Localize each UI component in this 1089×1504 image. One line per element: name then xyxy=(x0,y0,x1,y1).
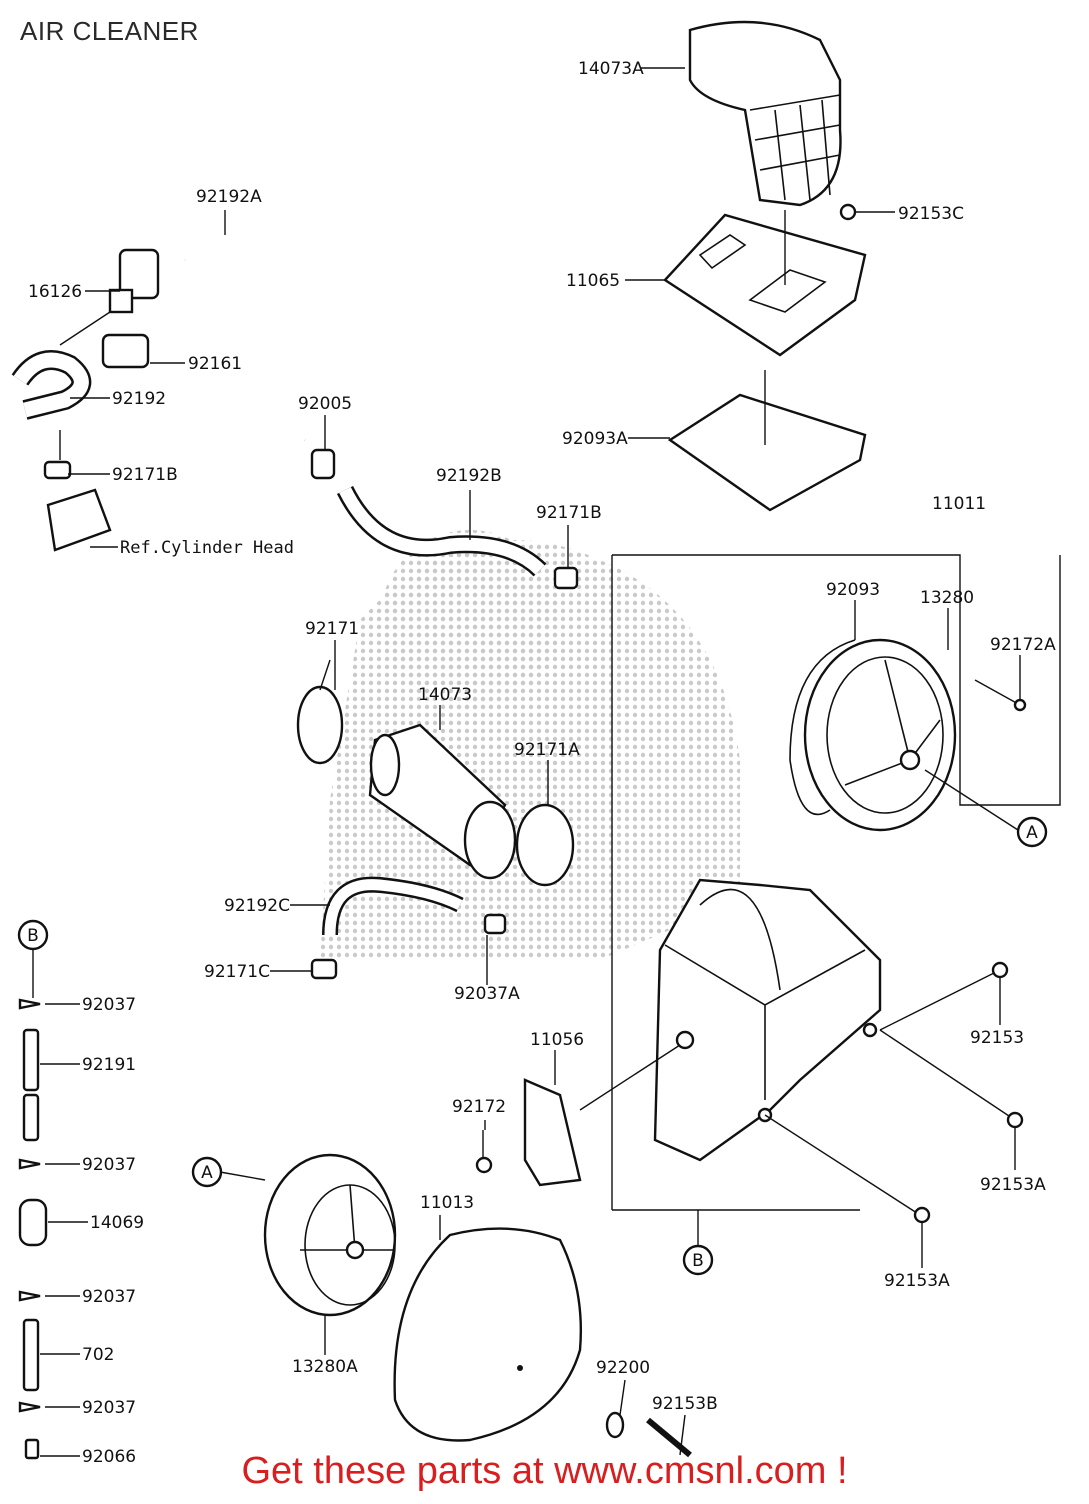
label-92153A-1: 92153A xyxy=(980,1175,1046,1195)
bolt-92153A-2 xyxy=(764,1114,931,1224)
label-13280: 13280 xyxy=(920,588,974,608)
label-92191: 92191 xyxy=(82,1055,136,1075)
label-92153B: 92153B xyxy=(652,1394,718,1414)
clamp-92171B xyxy=(553,566,579,590)
label-92037A: 92037A xyxy=(454,984,520,1004)
label-92037-4: 92037 xyxy=(82,1398,136,1418)
page-title: AIR CLEANER xyxy=(20,16,199,46)
clamp-92171A xyxy=(515,803,575,887)
label-92093: 92093 xyxy=(826,580,880,600)
label-11065: 11065 xyxy=(566,271,620,291)
promo-banner[interactable]: Get these parts at www.cmsnl.com ! xyxy=(241,1450,848,1492)
label-92171: 92171 xyxy=(305,619,359,639)
label-702: 702 xyxy=(82,1345,114,1365)
cylinder-head-ref xyxy=(46,488,112,552)
label-92192: 92192 xyxy=(112,389,166,409)
label-92171C: 92171C xyxy=(204,962,270,982)
clamp-92161 xyxy=(101,333,150,369)
label-13280A: 13280A xyxy=(292,1357,358,1377)
bolt-92153C xyxy=(839,203,895,221)
label-14073: 14073 xyxy=(418,685,472,705)
label-92153C: 92153C xyxy=(898,204,964,224)
ref-marker-B-bottom: B xyxy=(682,1244,714,1276)
ref-marker-B-left: B xyxy=(17,919,49,951)
label-11056: 11056 xyxy=(530,1030,584,1050)
marker-label: A xyxy=(1026,823,1038,843)
valve-16126 xyxy=(59,248,160,346)
hose-92192B xyxy=(336,485,547,577)
bolt-92153B xyxy=(646,1417,692,1458)
duct-14073 xyxy=(368,723,517,880)
label-92037-1: 92037 xyxy=(82,995,136,1015)
label-92192A: 92192A xyxy=(196,187,262,207)
clamp-92171B-top xyxy=(43,430,72,480)
hose-92192 xyxy=(11,350,92,420)
bolt-92153A-1 xyxy=(879,1029,1024,1129)
label-14069: 14069 xyxy=(90,1213,144,1233)
bolt-92153 xyxy=(879,961,1009,1031)
housing-11011 xyxy=(653,878,882,1162)
left-column-parts xyxy=(18,998,48,1460)
bracket-11056 xyxy=(523,1044,681,1187)
label-ref-cylinder-head: Ref.Cylinder Head xyxy=(120,538,294,558)
plate-11065 xyxy=(663,213,867,357)
label-92172A: 92172A xyxy=(990,635,1056,655)
ref-marker-A-right: A xyxy=(1016,816,1048,848)
cover-13280 xyxy=(803,638,957,832)
hose-92192C xyxy=(322,876,464,936)
label-92171B-top: 92171B xyxy=(112,465,178,485)
label-92192C: 92192C xyxy=(224,896,290,916)
label-92153A-2: 92153A xyxy=(884,1271,950,1291)
marker-label: A xyxy=(201,1163,213,1183)
ref-marker-A-left: A xyxy=(191,1156,223,1188)
label-92172: 92172 xyxy=(452,1097,506,1117)
label-92037-3: 92037 xyxy=(82,1287,136,1307)
housing-bracket-lines xyxy=(611,554,1061,1211)
watermark xyxy=(320,530,740,960)
snorkel-14073A xyxy=(688,20,842,207)
clamp-92171C xyxy=(310,958,338,980)
leader-lines xyxy=(32,67,1021,1457)
label-92093A: 92093A xyxy=(562,429,628,449)
label-92005: 92005 xyxy=(298,394,352,414)
label-92153: 92153 xyxy=(970,1028,1024,1048)
label-92200: 92200 xyxy=(596,1358,650,1378)
band-92093 xyxy=(789,639,856,816)
label-16126: 16126 xyxy=(28,282,82,302)
gasket-92093A xyxy=(667,210,867,512)
clamp-92171 xyxy=(296,659,344,765)
label-92161: 92161 xyxy=(188,354,242,374)
joint-92005 xyxy=(310,448,336,480)
hose-92192A xyxy=(181,237,310,444)
label-11013: 11013 xyxy=(420,1193,474,1213)
label-92171A: 92171A xyxy=(514,740,580,760)
washer-92200 xyxy=(605,1411,625,1439)
label-92192B: 92192B xyxy=(436,466,502,486)
screw-92172 xyxy=(475,1130,493,1174)
label-11011: 11011 xyxy=(932,494,986,514)
marker-label: B xyxy=(692,1251,704,1271)
element-11013 xyxy=(393,1227,583,1442)
screw-92172A xyxy=(974,679,1027,712)
label-92037-2: 92037 xyxy=(82,1155,136,1175)
marker-label: B xyxy=(27,926,39,946)
cage-13280A xyxy=(263,1153,397,1317)
part-labels: 14073A 92153C 11065 92093A 92192A 16126 … xyxy=(28,59,1056,1467)
label-14073A: 14073A xyxy=(578,59,644,79)
label-92066: 92066 xyxy=(82,1447,136,1467)
label-92171B: 92171B xyxy=(536,503,602,523)
clamp-92037A xyxy=(483,913,507,985)
